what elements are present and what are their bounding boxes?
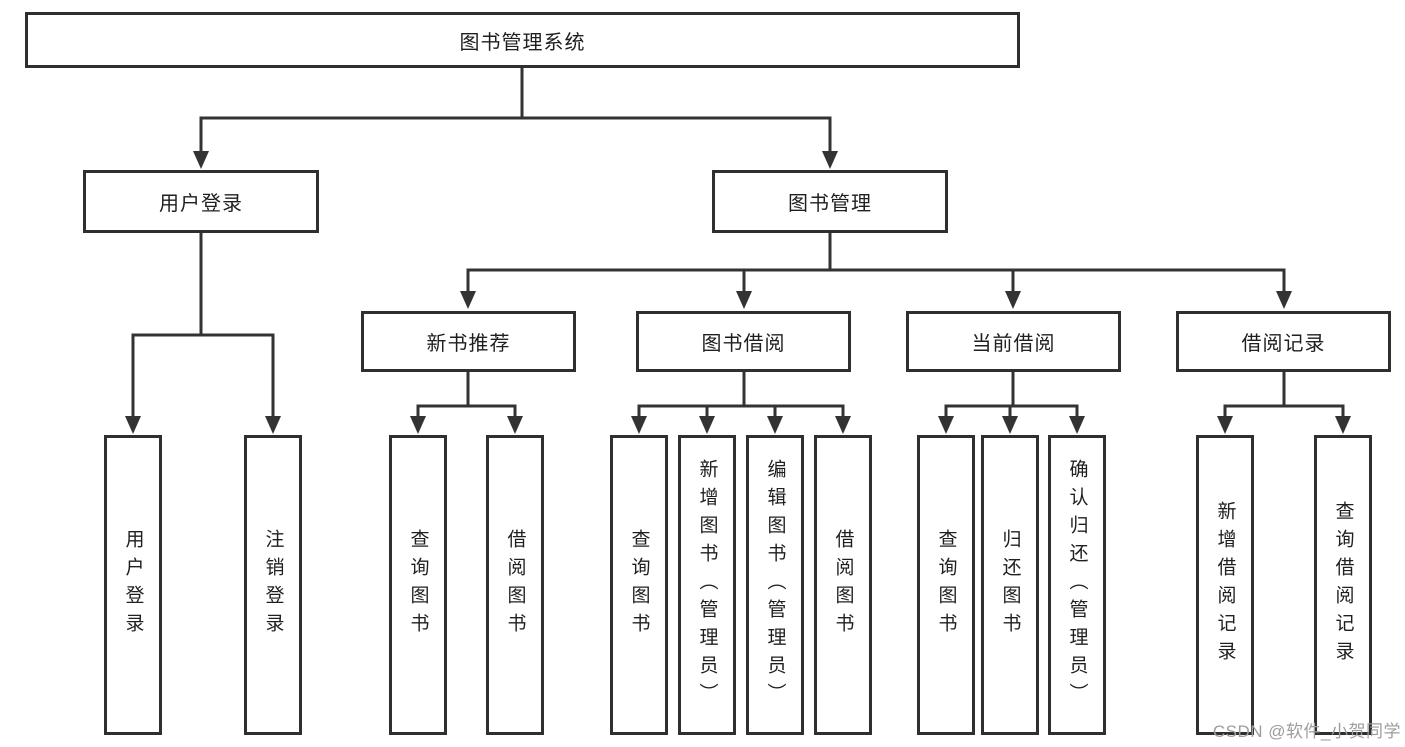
leaf-logout: 注销登录 (244, 435, 302, 735)
leaf-confirm-return-admin-label: 确认归还（管理员） (1066, 459, 1088, 711)
leaf-query-borrow-record-label: 查询借阅记录 (1332, 501, 1354, 669)
leaf-query-books-borrowing-label: 查询图书 (628, 529, 650, 641)
node-current-borrowing: 当前借阅 (906, 311, 1121, 372)
leaf-query-books-borrowing: 查询图书 (610, 435, 668, 735)
node-root-label: 图书管理系统 (459, 31, 586, 54)
node-book-borrowing-label: 图书借阅 (701, 333, 786, 355)
connector-root-to-level2 (193, 68, 838, 169)
node-borrowing-records: 借阅记录 (1176, 311, 1391, 372)
leaf-borrow-books-recommend-label: 借阅图书 (504, 529, 526, 641)
node-book-management-label: 图书管理 (788, 193, 872, 215)
leaf-borrow-books-borrowing: 借阅图书 (814, 435, 872, 735)
node-book-borrowing: 图书借阅 (636, 311, 851, 372)
leaf-edit-books-admin-label: 编辑图书（管理员） (764, 459, 786, 711)
connector-new-book-recommend-children (410, 372, 523, 434)
node-borrowing-records-label: 借阅记录 (1241, 333, 1326, 355)
leaf-edit-books-admin: 编辑图书（管理员） (746, 435, 804, 735)
connector-user-login-children (125, 233, 281, 434)
leaf-add-books-admin-label: 新增图书（管理员） (696, 459, 718, 711)
leaf-return-books: 归还图书 (981, 435, 1039, 735)
csdn-watermark: CSDN @软件_小贺同学 (1212, 722, 1401, 741)
node-root: 图书管理系统 (25, 12, 1020, 68)
leaf-query-books-current-label: 查询图书 (935, 529, 957, 641)
leaf-borrow-books-borrowing-label: 借阅图书 (832, 529, 854, 641)
connector-book-borrowing-children (631, 372, 851, 434)
leaf-query-books-recommend: 查询图书 (389, 435, 447, 735)
leaf-user-login-label: 用户登录 (122, 529, 144, 641)
node-current-borrowing-label: 当前借阅 (971, 333, 1056, 355)
leaf-query-books-current: 查询图书 (917, 435, 975, 735)
connector-current-borrowing-children (938, 372, 1085, 434)
leaf-return-books-label: 归还图书 (999, 529, 1021, 641)
connector-borrowing-records-children (1217, 372, 1351, 434)
leaf-borrow-books-recommend: 借阅图书 (486, 435, 544, 735)
leaf-user-login: 用户登录 (104, 435, 162, 735)
leaf-query-books-recommend-label: 查询图书 (407, 529, 429, 641)
node-book-management: 图书管理 (712, 170, 948, 233)
node-new-book-recommend: 新书推荐 (361, 311, 576, 372)
leaf-add-books-admin: 新增图书（管理员） (678, 435, 736, 735)
connector-book-management-children (460, 233, 1292, 309)
leaf-confirm-return-admin: 确认归还（管理员） (1048, 435, 1106, 735)
node-user-login-label: 用户登录 (159, 193, 243, 215)
leaf-logout-label: 注销登录 (262, 529, 284, 641)
leaf-add-borrow-record: 新增借阅记录 (1196, 435, 1254, 735)
leaf-query-borrow-record: 查询借阅记录 (1314, 435, 1372, 735)
node-user-login: 用户登录 (83, 170, 319, 233)
node-new-book-recommend-label: 新书推荐 (426, 333, 511, 355)
leaf-add-borrow-record-label: 新增借阅记录 (1214, 501, 1236, 669)
